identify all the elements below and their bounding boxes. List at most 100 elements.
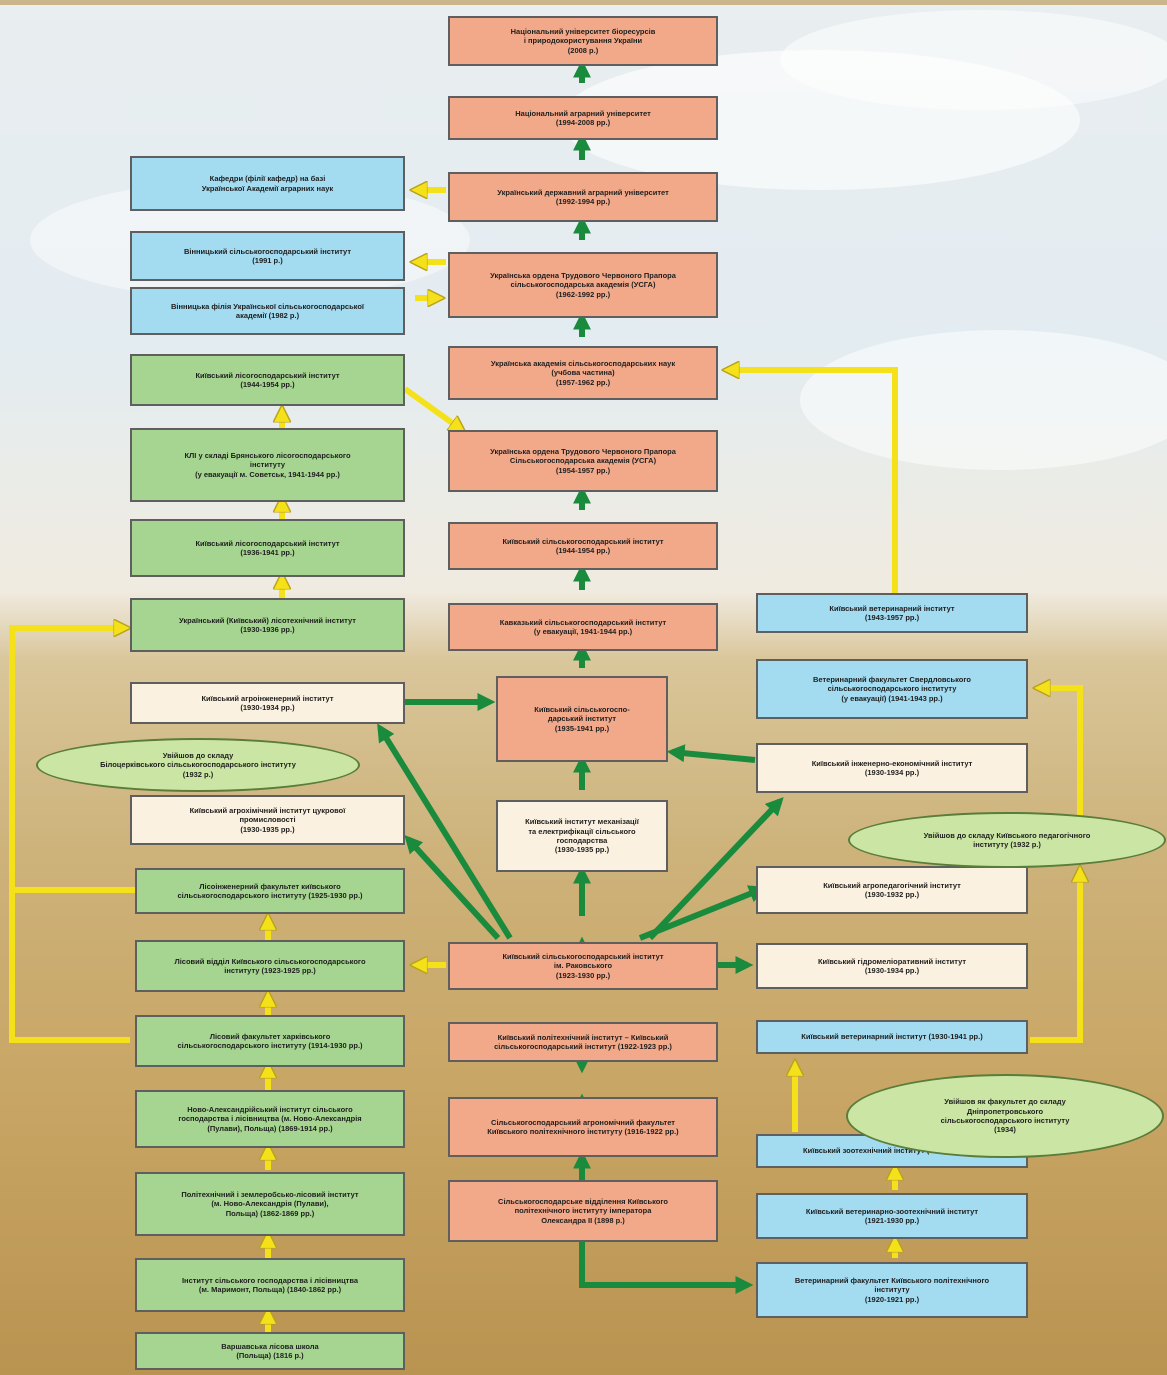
box-text-line: Український (Київський) лісотехнічний ін… [179,615,356,625]
box-text-line: (1935-1941 рр.) [554,723,610,733]
box-text-line: (у евакуації) (1941-1943 рр.) [841,693,943,703]
box-text-line: (м. Ново-Александрія (Пулави), [211,1199,329,1209]
box-text-line: Київський інженерно-економічний інститут [811,758,973,768]
box-forest-1930: Український (Київський) лісотехнічний ін… [130,598,405,652]
box-text-line: (1954-1957 рр.) [555,465,611,475]
box-text-line: Вінницька філія Української сільськогосп… [170,301,365,311]
box-text-line: Дніпропетровського [966,1106,1044,1116]
box-text-line: (1992-1994 рр.) [555,197,611,206]
box-text-line: інституту (1932 р.) [973,840,1041,849]
box-text-line: (1957-1962 рр.) [555,377,611,387]
box-forest-dept: Лісовий відділ Київського сільськогоспод… [135,940,405,992]
box-text-line: (учбова частина) [551,368,615,378]
box-text-line: Кавказький сільськогосподарський інститу… [499,617,667,627]
box-text-line: (1923-1930 рр.) [555,970,611,980]
box-text-line: господарства [556,836,608,845]
box-text-line: (1944-1954 рр.) [555,546,611,555]
box-forest-1936: Київський лісогосподарський інститут(193… [130,519,405,577]
box-agro-faculty: Сільськогосподарський агрономічний факул… [448,1097,718,1157]
box-text-line: Київський зоотехнічний інститут (1930-19… [803,1146,981,1156]
box-text-line: Ветеринарний факультет Київського політе… [794,1275,990,1285]
yellow-arrows [268,190,895,1332]
box-text-line: Лісовий факультет харківського [209,1031,331,1041]
box-text-line: Український державний аграрний університ… [497,187,669,197]
box-text-line: Київський інститут механізації [525,817,639,827]
box-text-line: Київського політехнічного інституту (191… [487,1127,679,1136]
box-text-line: (1936-1941 рр.) [240,548,295,557]
box-text-line: (1930-1935 рр.) [240,824,295,834]
box-kli-bryansk: КЛІ у складі Брянського лісогосподарсько… [130,428,405,502]
box-text-line: Київський сільськогоспо- [534,704,630,714]
box-text-line: Київський ветеринарний інститут (1930-19… [801,1032,983,1042]
box-sugar: Київський агрохімічний інститут цукрової… [130,795,405,845]
box-text-line: (1994-2008 рр.) [555,118,611,127]
box-text-line: Українська ордена Трудового Червоного Пр… [490,270,676,280]
box-text-line: Київський гідромеліоративний інститут [817,956,967,966]
box-text-line: Київський сільськогосподарський інститут [502,951,664,961]
box-text-line: Київський лісогосподарський інститут [195,538,340,548]
box-text-line: (1943-1957 рр.) [864,613,920,622]
box-text-line: інституту [874,1285,910,1295]
box-text-line: Увійшов як факультет до складу [944,1097,1066,1107]
box-text-line: Української Академії аграрних наук [201,183,334,193]
box-marymont: Інститут сільського господарства і лісів… [135,1258,405,1312]
box-text-line: сільськогосподарського інституту (1925-1… [177,891,363,900]
box-text-line: Варшавська лісова школа [221,1341,319,1351]
box-usga-1962: Українська ордена Трудового Червоного Пр… [448,252,718,318]
box-text-line: (1962-1992 рр.) [555,289,611,299]
box-text-line: Лісовий відділ Київського сільськогоспод… [174,956,366,966]
box-text-line: промисловості [239,815,296,825]
oval-pedagogical: Увійшов до складу Київського педагогічно… [848,812,1166,868]
box-text-line: Національний аграрний університет [515,108,651,118]
box-engineering-economic: Київський інженерно-економічний інститут… [756,743,1028,793]
box-forest-1944: Київський лісогосподарський інститут(194… [130,354,405,406]
box-ksgi-1944: Київський сільськогосподарський інститут… [448,522,718,570]
box-text-line: Київський сільськогосподарський інститут [502,536,664,546]
box-text-line: та електрифікації сільського [528,826,636,836]
box-text-line: (1944-1954 рр.) [240,380,295,389]
box-text-line: Київський лісогосподарський інститут [195,370,340,380]
box-kavkaz: Кавказький сільськогосподарський інститу… [448,603,718,651]
box-usga-1954: Українська ордена Трудового Червоного Пр… [448,430,718,492]
box-novo-alex-1869: Ново-Александрійський інститут сільськог… [135,1090,405,1148]
box-text-line: (1991 р.) [252,256,283,265]
box-vet-1930: Київський ветеринарний інститут (1930-19… [756,1020,1028,1054]
box-text-line: сільськогосподарського інституту (1914-1… [177,1041,363,1050]
box-text-line: і природокористування України [523,36,643,46]
box-text-line: Увійшов до складу [162,750,234,760]
box-text-line: сільськогосподарська академія (УСГА) [510,280,656,290]
box-text-line: Увійшов до складу Київського педагогічно… [923,830,1091,840]
box-text-line: (1930-1934 рр.) [240,703,295,712]
box-polytechnic: Київський політехнічний інститут – Київс… [448,1022,718,1062]
box-text-line: (Польща) (1816 р.) [236,1351,304,1360]
box-text-line: академії (1982 р.) [235,311,300,320]
box-text-line: Політехнічний і землеробсько-лісовий інс… [181,1189,359,1199]
box-text-line: Білоцерківського сільськогосподарського … [100,760,296,770]
box-text-line: (1921-1930 рр.) [864,1216,920,1225]
box-text-line: (1920-1921 рр.) [864,1294,920,1304]
box-vinnytsia-inst: Вінницький сільськогосподарський інститу… [130,231,405,281]
box-text-line: (у евакуації м. Советськ, 1941-1944 рр.) [195,469,340,479]
box-warsaw: Варшавська лісова школа(Польща) (1816 р.… [135,1332,405,1370]
box-text-line: Київський ветеринарний інститут [829,603,955,613]
box-text-line: господарства і лісівництва (м. Ново-Алек… [178,1114,362,1124]
box-text-line: (1932 р.) [182,769,214,779]
box-text-line: Київський ветеринарно-зоотехнічний інсти… [805,1206,979,1216]
box-vet-faculty-1920: Ветеринарний факультет Київського політе… [756,1262,1028,1318]
box-udau: Український державний аграрний університ… [448,172,718,222]
box-vet-zoo: Київський ветеринарно-зоотехнічний інсти… [756,1193,1028,1239]
box-text-line: Ветеринарний факультет Свердловського [813,674,971,684]
box-text-line: Олександра ІІ (1898 р.) [541,1215,625,1225]
box-text-line: політехнічного інституту імператора [514,1206,652,1216]
box-text-line: сільськогосподарський інститут (1922-192… [494,1042,672,1051]
box-text-line: Ново-Александрійський інститут сільськог… [187,1104,353,1114]
box-text-line: сільськогосподарського інституту [940,1116,1070,1125]
box-text-line: КЛІ у складі Брянського лісогосподарсько… [184,450,351,460]
box-vinnytsia-branch: Вінницька філія Української сільськогосп… [130,287,405,335]
